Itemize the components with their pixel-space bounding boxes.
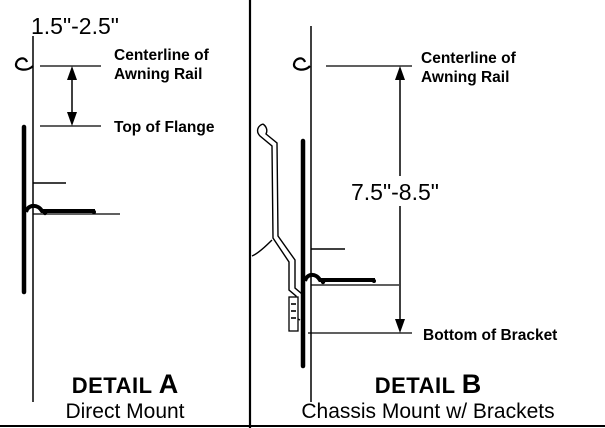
detail-b-dimension-label: 7.5"-8.5" (351, 179, 439, 205)
detail-b-centerline-label-2: Awning Rail (421, 69, 509, 86)
detail-a-title: DETAIL A (0, 371, 250, 398)
detail-a-subtitle: Direct Mount (65, 400, 185, 423)
detail-a-top-of-flange-label: Top of Flange (114, 119, 215, 136)
detail-b-title: DETAIL B (251, 371, 605, 398)
detail-b-title-letter: B (461, 369, 482, 399)
detail-a-floor-rail (24, 203, 95, 213)
detail-b-title-word: DETAIL (374, 373, 456, 398)
detail-b-bracket (256, 123, 301, 321)
detail-b-fastener (320, 279, 326, 285)
detail-a-drawing (14, 36, 120, 402)
detail-b-fastener-end (372, 279, 376, 283)
detail-b-centerline-label-1: Centerline of (421, 50, 517, 67)
detail-a-title-letter: A (158, 369, 179, 399)
detail-a-title-word: DETAIL (71, 373, 153, 398)
detail-b-awning-rail-hook (292, 57, 311, 71)
detail-b-bracket-lower (251, 239, 273, 257)
detail-a-fastener (42, 210, 48, 216)
detail-a-arrow-up (67, 66, 77, 80)
detail-b-bracket-inner (262, 123, 303, 295)
detail-a-arrow-down (67, 112, 77, 126)
detail-b-arrow-up (395, 66, 405, 80)
detail-b-bracket-plate (288, 296, 299, 332)
detail-b-arrow-down (395, 319, 405, 333)
detail-a-awning-rail-hook (14, 57, 34, 71)
detail-a-fastener-end (92, 210, 96, 214)
detail-a-centerline-label-1: Centerline of (114, 47, 210, 64)
detail-a-dimension-label: 1.5"-2.5" (31, 13, 119, 39)
detail-b-bottom-of-bracket-label: Bottom of Bracket (423, 327, 557, 344)
detail-b-subtitle: Chassis Mount w/ Brackets (301, 400, 555, 423)
detail-b-floor-rail (303, 272, 375, 282)
detail-a-centerline-label-2: Awning Rail (114, 66, 202, 83)
detail-b-drawing (251, 26, 412, 402)
